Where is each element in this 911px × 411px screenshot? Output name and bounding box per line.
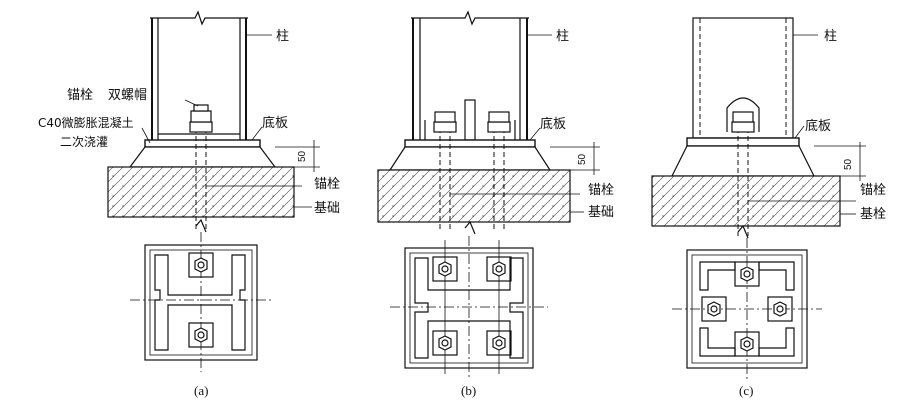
plan-a-nut-bottom bbox=[194, 327, 208, 343]
dim-50-b: 50 bbox=[577, 153, 588, 165]
label-foundation-b: 基础 bbox=[588, 205, 614, 220]
label-column-b: 柱 bbox=[556, 29, 569, 44]
upper-nut bbox=[190, 110, 212, 123]
plan-b-nut-2 bbox=[492, 261, 506, 277]
plan-c-corner-bl bbox=[699, 327, 736, 357]
caption-c: (c) bbox=[739, 383, 753, 398]
dim-50-a: 50 bbox=[297, 150, 308, 162]
plan-a-washer-top bbox=[188, 252, 214, 278]
break-line-bottom-c bbox=[737, 224, 749, 239]
plan-c-washer-right bbox=[767, 296, 793, 322]
plan-c-washer-bottom bbox=[734, 331, 760, 357]
plan-c-washer-top bbox=[734, 261, 760, 287]
foundation-block bbox=[107, 166, 295, 218]
label-base-plate-c: 底板 bbox=[805, 118, 831, 134]
leader-base-plate-b bbox=[529, 127, 541, 141]
plan-c-nut-right bbox=[773, 301, 787, 317]
label-double-nut: 双螺帽 bbox=[108, 87, 147, 103]
label-anchor-b: 锚栓 bbox=[588, 183, 614, 198]
label-column-a: 柱 bbox=[276, 29, 289, 44]
plan-a-column-section bbox=[154, 254, 246, 351]
plan-c-corner-tr bbox=[758, 261, 795, 291]
label-anchor-top: 锚栓 bbox=[67, 88, 93, 103]
label-grout-2: 二次浇灌 bbox=[60, 135, 108, 149]
detail-c: 50 柱 底板 锚栓 基栓 (c) bbox=[651, 17, 886, 398]
label-anchor-c: 锚栓 bbox=[860, 183, 886, 198]
break-line-bottom-b bbox=[464, 220, 476, 235]
label-foundation-c: 基栓 bbox=[860, 207, 886, 222]
break-line-top bbox=[150, 10, 248, 26]
nut-b2-up bbox=[488, 111, 510, 123]
detail-b: 50 柱 底板 锚栓 基础 (b) bbox=[377, 10, 614, 398]
label-grout-1: C40微膨胀混凝土 bbox=[38, 115, 134, 130]
plan-c-washer-left bbox=[701, 296, 727, 322]
caption-a: (a) bbox=[194, 383, 208, 398]
break-line-top-b bbox=[411, 10, 529, 26]
stiffener-b bbox=[464, 99, 476, 141]
grout-c bbox=[671, 145, 815, 177]
grout-b bbox=[388, 146, 552, 171]
caption-b: (b) bbox=[461, 383, 476, 398]
plan-b-washer-4 bbox=[486, 330, 512, 356]
plan-a-nut-top bbox=[194, 257, 208, 273]
plan-b-nut-4 bbox=[492, 335, 506, 351]
label-anchor-a: 锚栓 bbox=[314, 177, 340, 192]
nut-b2-low bbox=[487, 121, 511, 133]
label-column-c: 柱 bbox=[824, 29, 837, 44]
lower-nut bbox=[189, 121, 213, 133]
dim-50-c: 50 bbox=[843, 158, 854, 170]
plan-b-nut-1 bbox=[438, 261, 452, 277]
label-foundation-a: 基础 bbox=[314, 201, 340, 216]
grout-layer bbox=[128, 146, 277, 168]
plan-b-column-section bbox=[414, 257, 524, 359]
plan-b-nut-3 bbox=[438, 335, 452, 351]
nut-b1-up bbox=[434, 111, 456, 123]
leader-base-plate-c bbox=[794, 125, 805, 139]
base-plate-c bbox=[686, 137, 800, 147]
plan-a-washer-bottom bbox=[188, 322, 214, 348]
plan-c-nut-left bbox=[707, 301, 721, 317]
bolt-top bbox=[193, 104, 209, 112]
label-base-plate-a: 底板 bbox=[262, 115, 288, 131]
nut-c-low bbox=[731, 121, 755, 133]
break-line-bottom bbox=[195, 218, 207, 233]
nut-b1-low bbox=[433, 121, 457, 133]
plan-b-washer-3 bbox=[432, 330, 458, 356]
label-base-plate-b: 底板 bbox=[540, 116, 566, 132]
plan-c-corner-tl bbox=[699, 261, 736, 291]
leader-base-plate-a bbox=[251, 126, 263, 141]
base-plate bbox=[144, 139, 261, 148]
plan-c-nut-top bbox=[740, 266, 754, 282]
plan-b-washer-2 bbox=[486, 256, 512, 282]
detail-a: 50 柱 锚栓 双螺帽 C40微膨胀混凝土 二次浇灌 底板 锚栓 基础 (a) bbox=[38, 10, 340, 398]
plan-c-nut-bottom bbox=[740, 336, 754, 352]
leader-double-nut bbox=[184, 99, 199, 107]
plan-c-corner-br bbox=[758, 327, 795, 357]
leader-grout bbox=[141, 127, 151, 144]
bolt-cover-c bbox=[726, 97, 760, 132]
plan-b-washer-1 bbox=[432, 256, 458, 282]
foundation-b bbox=[377, 169, 571, 223]
nut-c-up bbox=[732, 111, 754, 123]
base-plate-b bbox=[404, 139, 536, 148]
